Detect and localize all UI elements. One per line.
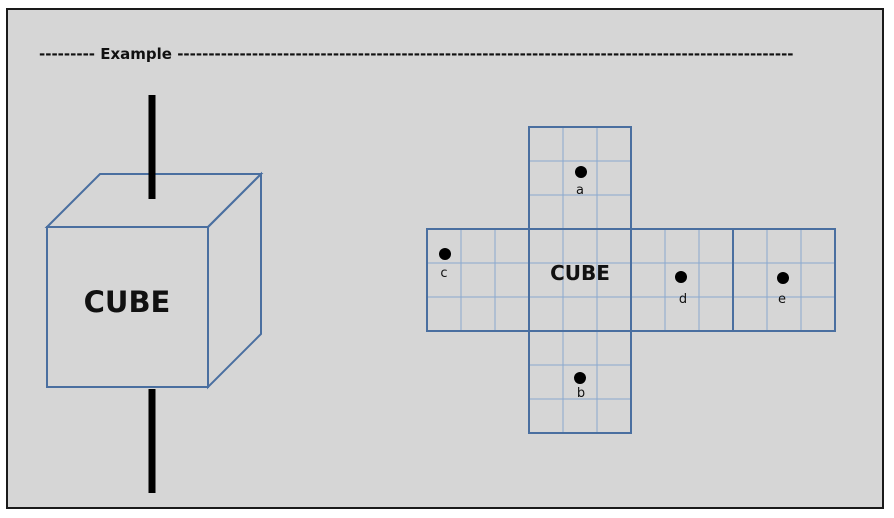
cube-front-face bbox=[46, 226, 209, 388]
dot-a bbox=[575, 166, 587, 178]
cube-side-face bbox=[207, 171, 262, 390]
dot-b bbox=[574, 372, 586, 384]
dot-c bbox=[439, 248, 451, 260]
cube-label: CUBE bbox=[84, 285, 171, 319]
face-bottom bbox=[528, 330, 632, 434]
dot-label-b: b bbox=[577, 386, 585, 401]
dot-label-e: e bbox=[778, 292, 786, 307]
dot-d bbox=[675, 271, 687, 283]
dot-label-d: d bbox=[679, 292, 687, 307]
cube-3d: CUBE bbox=[44, 171, 264, 390]
face-top bbox=[528, 126, 632, 230]
net-outlines bbox=[426, 126, 836, 434]
net-dots: a b c d e bbox=[439, 166, 789, 401]
net-center-label: CUBE bbox=[550, 261, 610, 285]
net-grid bbox=[427, 127, 835, 433]
cube-net: CUBE a b c d e bbox=[426, 126, 836, 434]
dot-e bbox=[777, 272, 789, 284]
dot-label-c: c bbox=[440, 266, 447, 281]
face-far bbox=[732, 228, 836, 332]
dot-label-a: a bbox=[576, 183, 584, 198]
example-header: --------- Example ----------------------… bbox=[39, 45, 794, 63]
